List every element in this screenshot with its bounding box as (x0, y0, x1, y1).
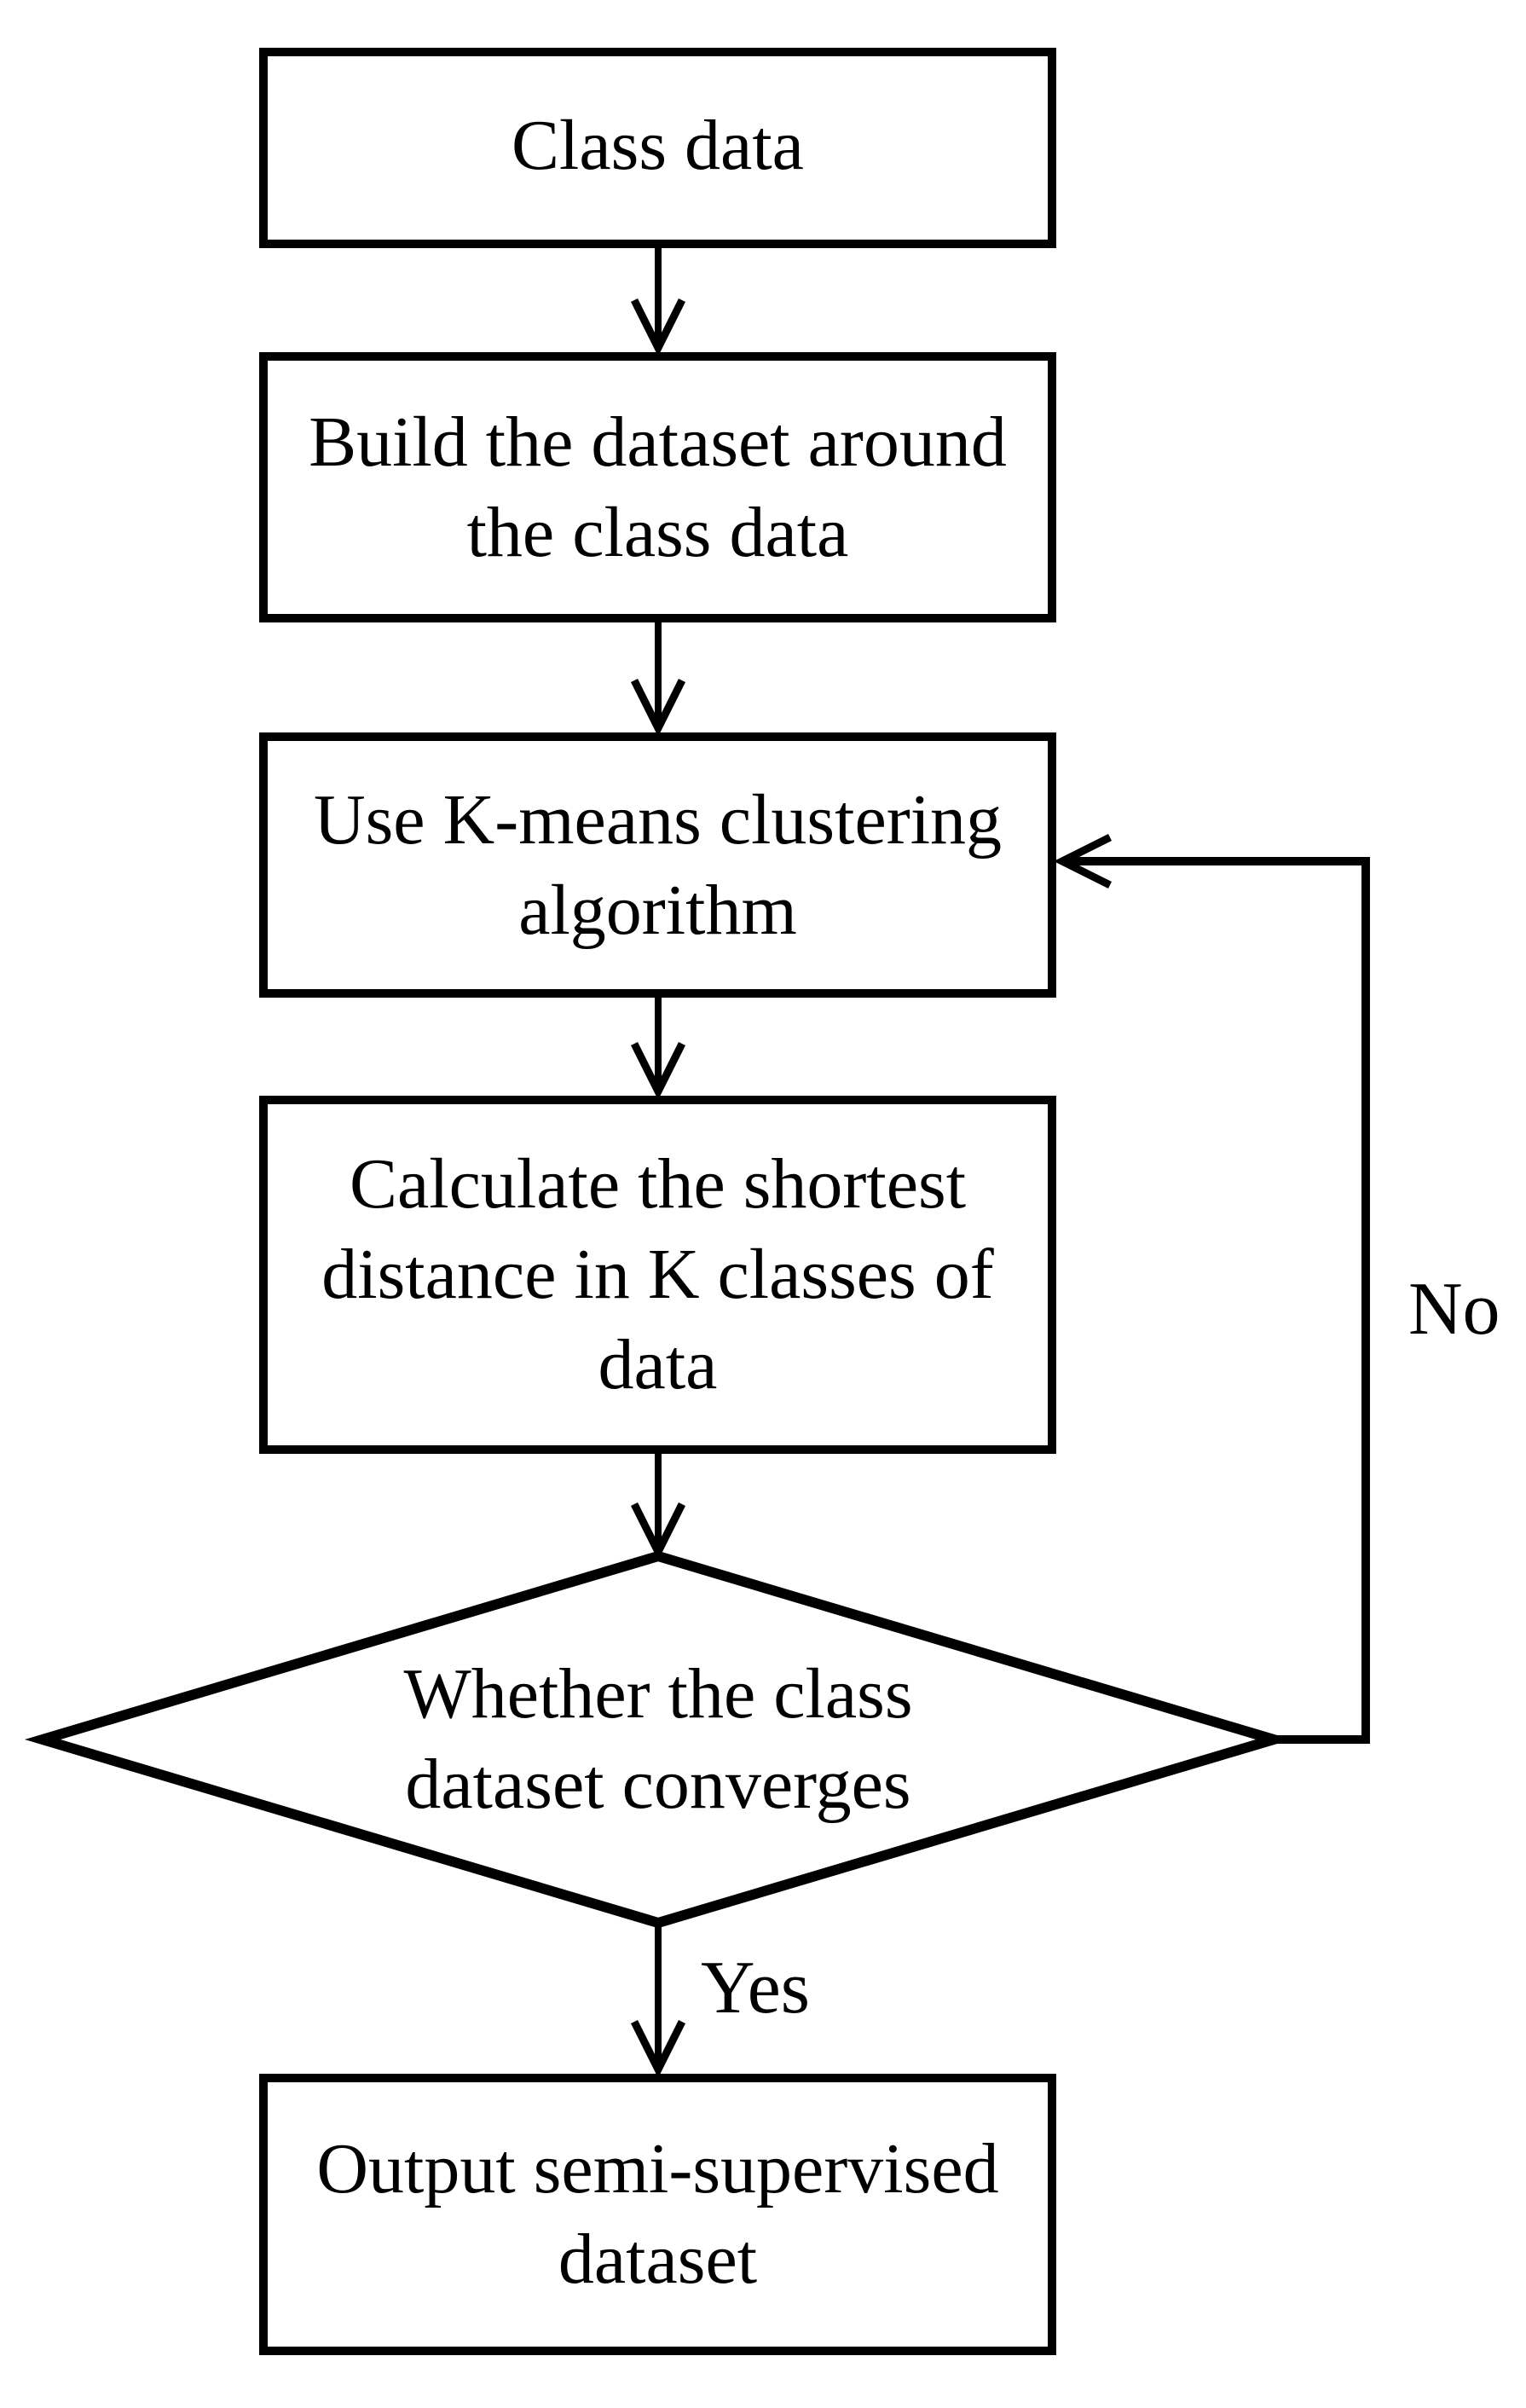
yes-edge-label: Yes (701, 1947, 811, 2029)
node-calculate-distance: Calculate the shortest distance in K cla… (259, 1096, 1056, 1454)
node-use-kmeans: Use K-means clustering algorithm (259, 732, 1056, 998)
node-class-data-shape (259, 48, 1056, 248)
node-build-dataset-label-line2: the class data (466, 492, 849, 572)
node-use-kmeans-label-line1: Use K-means clustering (313, 779, 1003, 860)
node-output-dataset-label-line2: dataset (558, 2220, 758, 2299)
arrow-class-to-build (630, 248, 686, 357)
arrow-kmeans-to-distance (630, 998, 686, 1101)
node-class-data: Class data (259, 48, 1056, 244)
node-build-dataset-shape (259, 352, 1056, 622)
node-calculate-distance-label-line2: distance in K classes of (321, 1235, 994, 1314)
node-use-kmeans-shape (259, 732, 1056, 998)
feedback-loop-no (1053, 833, 1370, 1744)
node-calculate-distance-shape (259, 1096, 1056, 1454)
arrow-decision-to-output (630, 1923, 686, 2079)
arrow-distance-to-decision (630, 1454, 686, 1561)
node-build-dataset: Build the dataset around the class data (259, 352, 1056, 622)
node-output-dataset-shape (259, 2074, 1056, 2355)
node-calculate-distance-label-line3: data (598, 1325, 718, 1404)
arrow-build-to-kmeans (630, 622, 686, 738)
node-output-dataset-label-line1: Output semi-supervised (316, 2129, 999, 2208)
node-class-data-label: Class data (512, 106, 804, 185)
decision-dataset-converges: Whether the class dataset converges (147, 1620, 1170, 1859)
decision-label-line1: Whether the class (403, 1654, 913, 1734)
node-use-kmeans-label-line2: algorithm (518, 870, 797, 950)
node-calculate-distance-label-line1: Calculate the shortest (349, 1144, 967, 1224)
node-build-dataset-label-line1: Build the dataset around (309, 402, 1007, 482)
no-edge-label: No (1408, 1268, 1500, 1351)
node-output-dataset: Output semi-supervised dataset (259, 2074, 1056, 2355)
decision-label-line2: dataset converges (405, 1745, 911, 1824)
